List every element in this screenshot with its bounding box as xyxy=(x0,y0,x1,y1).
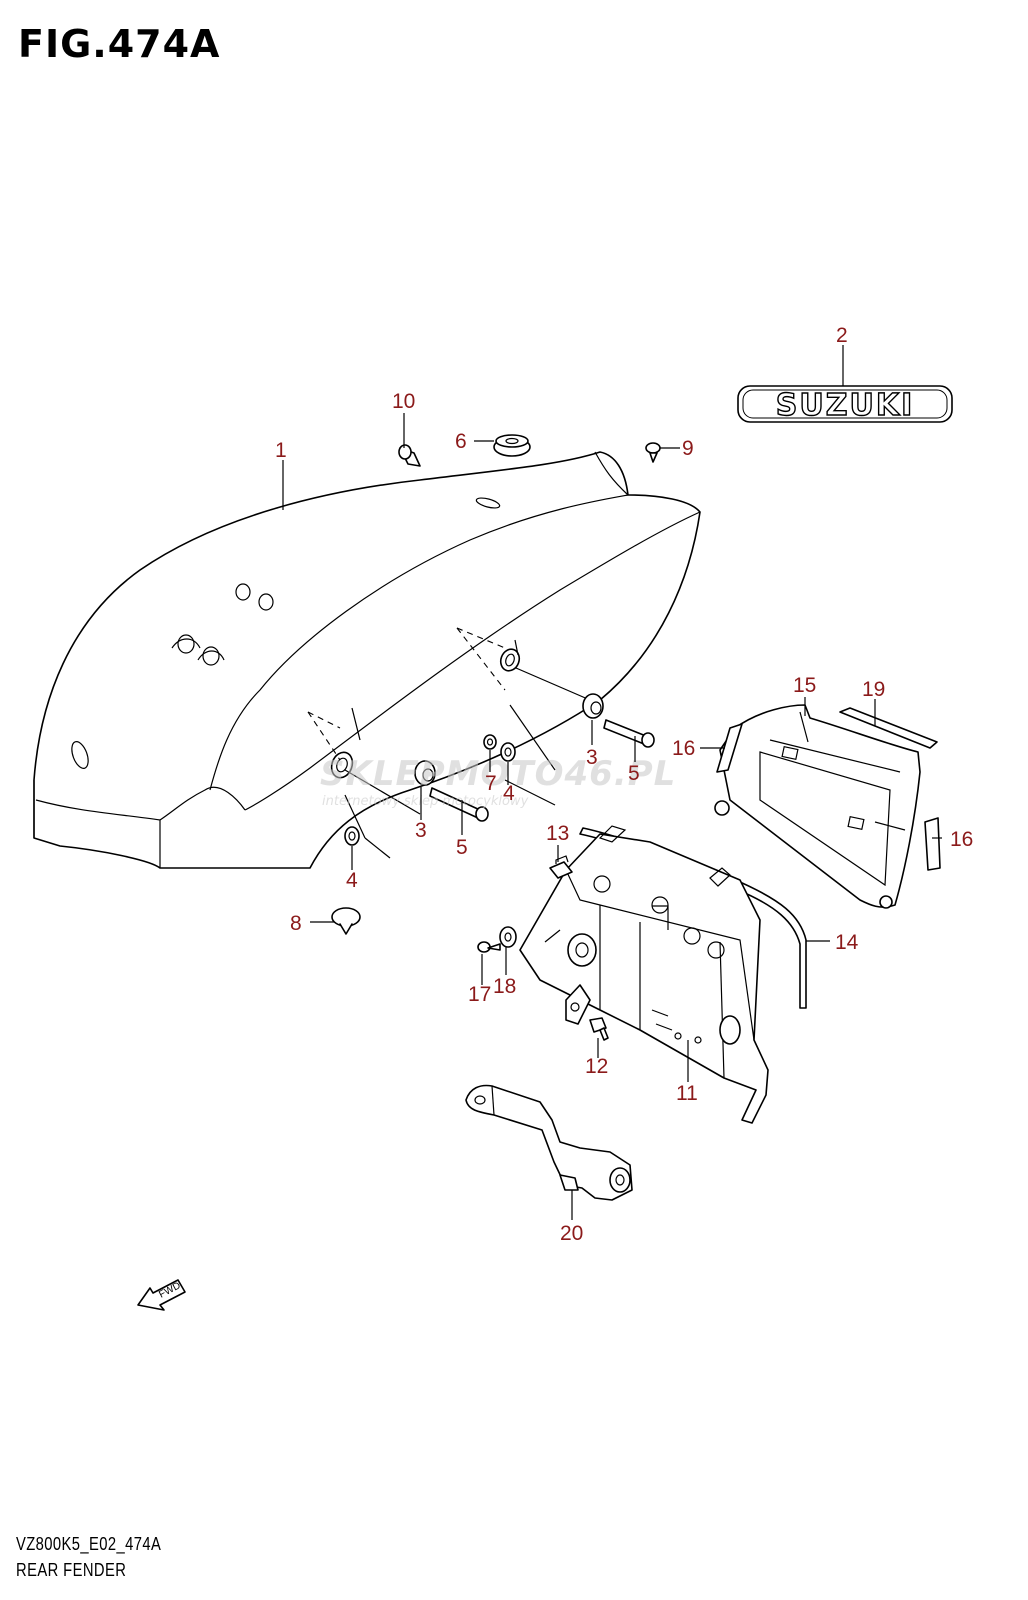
callout-4: 4 xyxy=(503,782,515,805)
callout-5: 5 xyxy=(456,836,468,859)
figure-title: FIG.474A xyxy=(18,22,221,66)
assembly-guide-lines xyxy=(307,627,591,859)
callout-12: 12 xyxy=(585,1055,608,1078)
watermark-main-text: SKLEPMOTO46.PL xyxy=(320,754,676,794)
callout-10: 10 xyxy=(392,390,415,413)
screw-part-9 xyxy=(645,442,661,463)
watermark-sub-text: internetowy sklep motocyklowy xyxy=(322,794,529,809)
callout-16: 16 xyxy=(950,828,973,851)
callout-17: 17 xyxy=(468,983,491,1006)
sub-bracket-part xyxy=(465,1084,633,1201)
callout-8: 8 xyxy=(290,912,302,935)
watermark: SKLEPMOTO46.PL internetowy sklep motocyk… xyxy=(320,754,676,809)
grommet-part xyxy=(493,434,531,457)
suzuki-emblem-text: SUZUKI xyxy=(776,388,915,423)
callout-11: 11 xyxy=(676,1082,698,1105)
reflector-strip-part xyxy=(839,707,938,749)
callout-6: 6 xyxy=(455,430,467,453)
callout-19: 19 xyxy=(862,678,885,701)
figure-caption: REAR FENDER xyxy=(16,1560,127,1580)
callout-15: 15 xyxy=(793,674,816,697)
callout-1: 1 xyxy=(275,439,287,462)
washer-part-18 xyxy=(499,926,517,948)
forward-arrow-icon: FWD xyxy=(137,1279,186,1311)
suzuki-emblem-part: SUZUKI xyxy=(737,385,953,424)
callout-3: 3 xyxy=(415,819,427,842)
callout-labels: 1 2 3 3 4 4 5 5 6 7 8 9 10 11 12 13 14 1… xyxy=(275,324,973,1245)
callout-13: 13 xyxy=(546,822,569,845)
figure-code: VZ800K5_E02_474A xyxy=(16,1534,162,1554)
washer-part xyxy=(344,734,516,846)
callout-9: 9 xyxy=(682,437,694,460)
cap-part xyxy=(331,907,361,935)
callout-2: 2 xyxy=(836,324,848,347)
callout-4: 4 xyxy=(346,869,358,892)
callout-3: 3 xyxy=(586,746,598,769)
callout-5: 5 xyxy=(628,762,640,785)
callout-leaders xyxy=(282,345,942,1220)
callout-16: 16 xyxy=(672,737,695,760)
callout-14: 14 xyxy=(835,931,859,954)
bolt-part-12 xyxy=(589,1017,609,1041)
spacer-part xyxy=(414,693,604,786)
clip-part xyxy=(549,855,573,879)
callout-20: 20 xyxy=(560,1222,583,1245)
callout-7: 7 xyxy=(485,772,497,795)
well-nut-part xyxy=(398,444,421,467)
callout-18: 18 xyxy=(493,975,516,998)
tapping-screw-part xyxy=(477,941,501,953)
license-lamp-housing-part xyxy=(714,704,921,909)
mounting-bracket-part xyxy=(519,825,769,1124)
cushion-part xyxy=(716,723,941,871)
